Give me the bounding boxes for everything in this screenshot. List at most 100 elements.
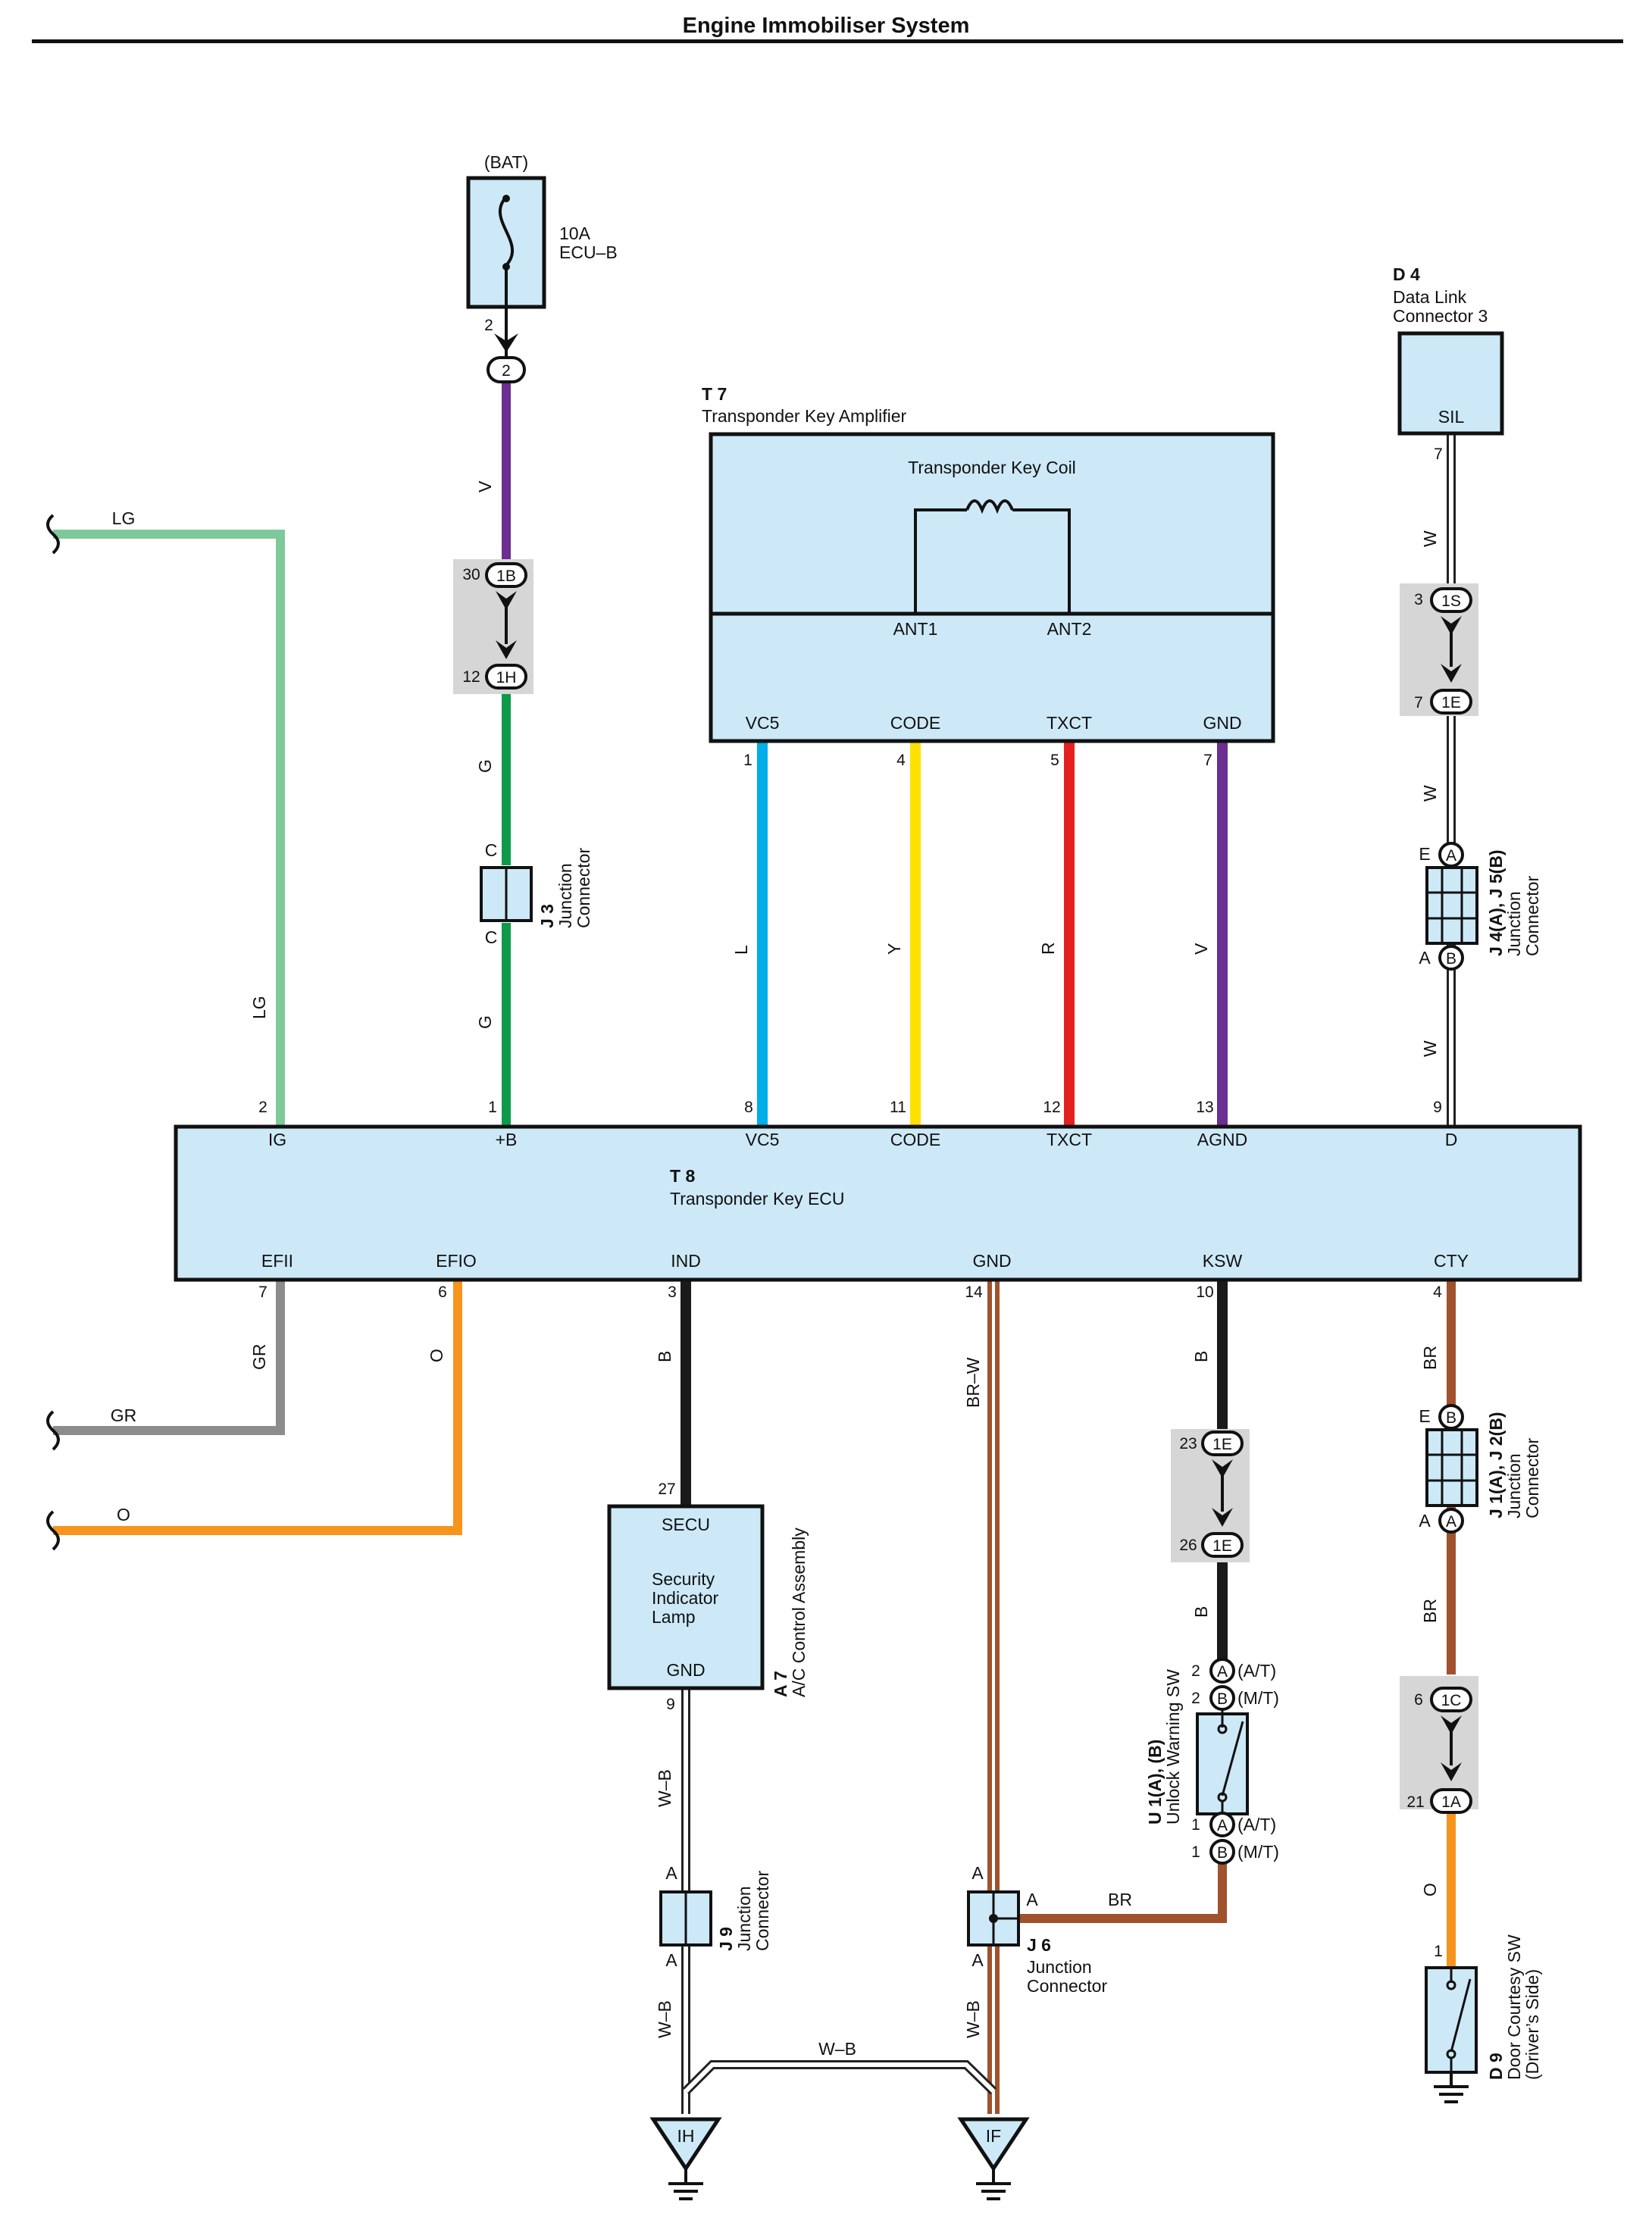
svg-text:A: A (1217, 1817, 1228, 1834)
svg-text:BR: BR (1108, 1890, 1132, 1909)
svg-text:Transponder Key Amplifier: Transponder Key Amplifier (702, 406, 907, 426)
svg-text:T 7: T 7 (702, 384, 727, 404)
svg-text:LG: LG (112, 508, 136, 528)
junction-j4-j5: E A A B J 4(A), J 5(B) Junction Connecto… (1419, 842, 1542, 971)
svg-text:A/C Control Assembly: A/C Control Assembly (789, 1528, 809, 1697)
svg-text:14: 14 (965, 1284, 983, 1301)
ac-control-assembly: 27 SECU Security Indicator Lamp GND 9 A … (607, 1481, 809, 1713)
svg-text:G: G (475, 759, 495, 773)
svg-text:1: 1 (1191, 1843, 1200, 1861)
svg-text:E: E (1419, 844, 1430, 864)
wire-lg (53, 530, 285, 1127)
diagram-title: Engine Immobiliser System (683, 14, 970, 38)
svg-text:A: A (665, 1950, 677, 1970)
svg-text:A: A (971, 1950, 984, 1970)
svg-text:9: 9 (1433, 1099, 1442, 1116)
svg-text:A: A (1217, 1663, 1228, 1681)
svg-text:B: B (1217, 1844, 1228, 1862)
svg-text:2: 2 (1191, 1662, 1200, 1680)
ground-if: IF (957, 2117, 1030, 2200)
svg-text:10A: 10A (559, 224, 591, 243)
svg-text:7: 7 (1414, 694, 1423, 711)
connector-1s-1e: 3 1S 7 1E (1400, 583, 1478, 716)
svg-text:T 8: T 8 (670, 1166, 695, 1186)
svg-text:E: E (1419, 1406, 1430, 1426)
svg-text:2: 2 (484, 317, 493, 334)
svg-text:TXCT: TXCT (1047, 1130, 1092, 1149)
svg-text:Transponder Key Coil: Transponder Key Coil (908, 458, 1076, 477)
svg-text:IF: IF (986, 2126, 1001, 2146)
svg-text:23: 23 (1179, 1435, 1197, 1452)
svg-text:8: 8 (744, 1099, 753, 1116)
junction-j6: A A A J 6 Junction Connector (967, 1863, 1107, 1996)
svg-text:A: A (971, 1863, 984, 1883)
svg-text:EFIO: EFIO (436, 1251, 477, 1271)
svg-text:B: B (1191, 1351, 1211, 1362)
wire-labels: LG LG V G G L Y R V W W W GR GR O O B BR… (111, 480, 1440, 2059)
svg-text:1: 1 (1434, 1943, 1443, 1960)
connector-1b-1h: 30 1B 12 1H (453, 559, 533, 694)
svg-text:W–B: W–B (655, 2000, 674, 2038)
svg-text:O: O (1420, 1883, 1440, 1896)
svg-text:1A: 1A (1441, 1793, 1461, 1811)
svg-text:IG: IG (268, 1130, 286, 1149)
svg-text:6: 6 (1414, 1691, 1423, 1709)
svg-text:Y: Y (884, 943, 904, 955)
svg-text:4: 4 (896, 752, 906, 769)
svg-text:CODE: CODE (890, 713, 940, 733)
break-symbols (46, 514, 60, 1551)
svg-text:Unlock Warning SW: Unlock Warning SW (1163, 1669, 1183, 1825)
svg-text:1C: 1C (1441, 1692, 1462, 1709)
svg-text:A: A (1419, 948, 1431, 968)
unlock-warning-switch: 2 A (A/T) 2 B (M/T) 1 A (A/T) 1 B (M/T) … (1145, 1658, 1279, 1865)
svg-text:LG: LG (249, 996, 269, 1019)
svg-text:Junction: Junction (555, 863, 575, 928)
svg-text:C: C (485, 840, 498, 860)
connector-1c-1a: 6 1C 21 1A (1400, 1676, 1478, 1814)
svg-text:Transponder Key ECU: Transponder Key ECU (670, 1189, 845, 1209)
svg-text:13: 13 (1196, 1099, 1213, 1116)
svg-text:V: V (1191, 943, 1211, 955)
svg-text:AGND: AGND (1197, 1130, 1247, 1149)
svg-text:7: 7 (1203, 752, 1212, 769)
svg-text:C: C (485, 927, 498, 947)
svg-text:D 4: D 4 (1393, 264, 1420, 284)
svg-text:A 7: A 7 (771, 1671, 790, 1697)
svg-text:V: V (475, 480, 495, 492)
svg-text:1E: 1E (1212, 1537, 1232, 1555)
ground-ih: IH (649, 2117, 722, 2200)
svg-text:BR: BR (1420, 1346, 1440, 1370)
svg-text:6: 6 (438, 1284, 447, 1301)
svg-text:11: 11 (890, 1099, 906, 1116)
svg-text:J 3: J 3 (537, 904, 557, 928)
svg-text:(A/T): (A/T) (1237, 1661, 1276, 1681)
svg-text:CTY: CTY (1434, 1251, 1469, 1271)
svg-text:A: A (1419, 1511, 1431, 1531)
svg-text:Connector: Connector (1027, 1976, 1107, 1996)
svg-text:27: 27 (658, 1481, 675, 1498)
connector-1e-ksw: 23 1E 26 1E (1171, 1429, 1250, 1562)
svg-text:TXCT: TXCT (1047, 713, 1092, 733)
svg-text:ANT1: ANT1 (893, 619, 938, 639)
svg-text:1: 1 (488, 1099, 497, 1116)
svg-text:Connector: Connector (1522, 876, 1542, 956)
svg-text:1E: 1E (1212, 1436, 1232, 1453)
svg-text:U 1(A), (B): U 1(A), (B) (1145, 1740, 1165, 1825)
svg-text:Junction: Junction (1504, 1453, 1524, 1518)
svg-text:KSW: KSW (1203, 1251, 1243, 1271)
svg-text:B: B (1191, 1606, 1211, 1618)
svg-text:9: 9 (666, 1696, 675, 1713)
svg-text:W: W (1420, 530, 1440, 547)
svg-text:O: O (117, 1505, 130, 1524)
svg-text:7: 7 (258, 1284, 268, 1301)
svg-text:(Driver’s Side): (Driver’s Side) (1522, 1969, 1542, 2080)
svg-text:D 9: D 9 (1486, 2053, 1506, 2080)
svg-text:1S: 1S (1441, 593, 1461, 610)
junction-j1-j2: E B A A J 1(A), J 2(B) Junction Connecto… (1419, 1404, 1542, 1534)
svg-text:3: 3 (668, 1284, 677, 1301)
svg-text:Lamp: Lamp (652, 1607, 696, 1627)
svg-text:A: A (665, 1863, 677, 1883)
svg-text:10: 10 (1196, 1284, 1213, 1301)
svg-text:2: 2 (502, 362, 511, 380)
